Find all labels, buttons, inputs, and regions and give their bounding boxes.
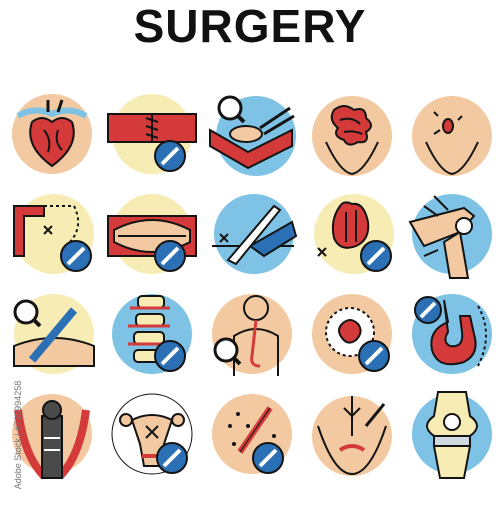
kidney-surgery-icon (304, 186, 400, 282)
skin-suture-icon (104, 86, 200, 182)
abdomen-incision-icon (404, 86, 500, 182)
knee-surgery-icon (404, 186, 500, 282)
skin-incision-icon (4, 286, 100, 382)
laser-skin-icon (204, 386, 300, 482)
pelvic-surgery-icon (304, 386, 400, 482)
laparoscopy-icon (204, 86, 300, 182)
stock-watermark: Adobe Stock | #735994258 (13, 380, 23, 490)
intestine-abdomen-icon (304, 86, 400, 182)
endoscopy-icon (204, 286, 300, 382)
icon-grid (0, 86, 500, 486)
page-title: SURGERY (133, 0, 367, 52)
scalpel-hand-icon (204, 186, 300, 282)
colon-surgery-icon (4, 186, 100, 282)
spine-surgery-icon (104, 286, 200, 382)
hemorrhoid-surgery-icon (4, 386, 100, 482)
heart-surgery-icon (4, 86, 100, 182)
vessel-surgery-icon (104, 186, 200, 282)
stomach-surgery-icon (404, 286, 500, 382)
uterus-surgery-icon (104, 386, 200, 482)
knee-implant-icon (404, 386, 500, 482)
skin-lesion-icon (304, 286, 400, 382)
